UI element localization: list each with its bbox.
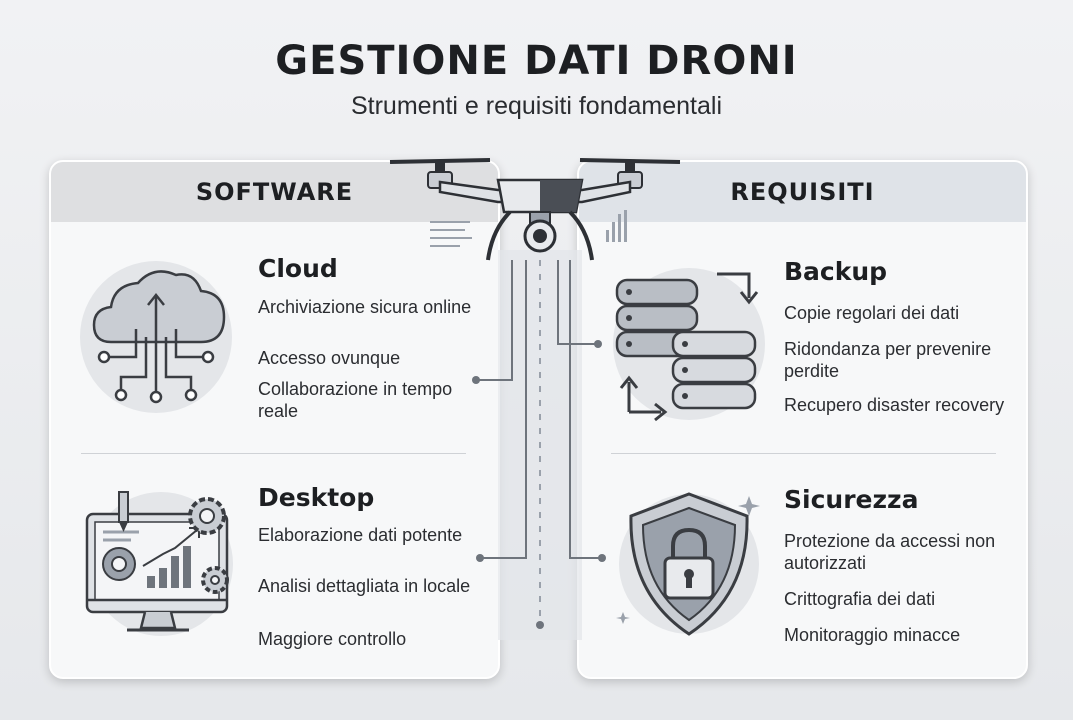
sicurezza-title: Sicurezza — [784, 485, 919, 514]
database-sync-icon — [613, 268, 765, 422]
software-heading: SOFTWARE — [51, 162, 498, 222]
backup-item: Ridondanza per prevenire perdite — [784, 339, 992, 381]
section-divider — [611, 453, 996, 454]
requisiti-panel: REQUISITI Backup Copie regolari dei dati… — [577, 160, 1028, 679]
desktop-item: Analisi dettagliata in locale — [258, 576, 471, 596]
cloud-item: Accesso ovunque — [258, 348, 401, 368]
sicurezza-item: Protezione da accessi non autorizzati — [784, 531, 996, 573]
desktop-title: Desktop — [258, 483, 375, 512]
desktop-analytics-icon — [85, 491, 233, 636]
cloud-upload-icon — [80, 261, 232, 413]
desktop-item: Elaborazione dati potente — [258, 525, 463, 545]
shield-lock-icon — [616, 492, 760, 636]
requisiti-heading: REQUISITI — [579, 162, 1026, 222]
cloud-title: Cloud — [258, 254, 338, 283]
desktop-item: Maggiore controllo — [258, 629, 407, 649]
backup-item: Recupero disaster recovery — [784, 395, 1005, 415]
cloud-item: Archiviazione sicura online — [258, 297, 472, 317]
sicurezza-item: Crittografia dei dati — [784, 589, 936, 609]
drone-icon — [389, 158, 681, 640]
sicurezza-item: Monitoraggio minacce — [784, 625, 961, 645]
backup-item: Copie regolari dei dati — [784, 303, 960, 323]
page-title: GESTIONE DATI DRONI — [275, 38, 798, 84]
software-panel: SOFTWARE Cloud Archiviazione sicura onli… — [49, 160, 500, 679]
backup-title: Backup — [784, 257, 888, 286]
section-divider — [81, 453, 466, 454]
cloud-item: Collaborazione in tempo reale — [258, 379, 453, 421]
page-subtitle: Strumenti e requisiti fondamentali — [350, 92, 723, 120]
